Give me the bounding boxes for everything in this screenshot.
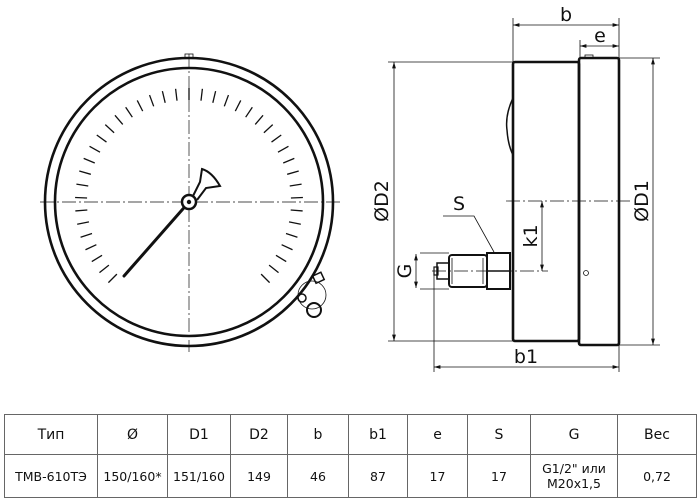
- threaded-fitting: [433, 252, 511, 290]
- scale-tick: [285, 232, 298, 238]
- scale-tick: [96, 134, 107, 143]
- label-e: e: [594, 25, 606, 47]
- pointer-needle: [122, 200, 191, 278]
- scale-tick: [77, 221, 90, 225]
- scale-tick: [277, 145, 289, 153]
- label-b1: b1: [514, 346, 538, 368]
- scale-tick: [99, 264, 110, 274]
- cell-weight: 0,72: [617, 454, 697, 498]
- cell-D1: 151/160: [167, 454, 231, 498]
- scale-tick: [80, 232, 93, 238]
- cell-diameter: 150/160*: [97, 454, 168, 498]
- valve-fitting: [297, 271, 327, 318]
- label-D2: ØD2: [371, 180, 393, 222]
- scale-tick: [76, 183, 89, 187]
- cell-S: 17: [467, 454, 531, 498]
- scale-ticks: [75, 88, 303, 284]
- cell-G: G1/2" или M20x1,5: [530, 454, 618, 498]
- scale-tick: [223, 94, 230, 107]
- header-weight: Вес: [617, 414, 697, 455]
- technical-drawing: b e S b1 ØD2 ØD1 k1 G: [40, 4, 660, 372]
- label-D1: ØD1: [631, 180, 653, 222]
- scale-tick: [174, 88, 178, 101]
- header-type: Тип: [4, 414, 98, 455]
- scale-tick: [148, 94, 155, 107]
- scale-tick: [281, 244, 293, 251]
- table-header-row: Тип Ø D1 D2 b b1 e S G Вес: [4, 414, 697, 455]
- case-body: [511, 60, 581, 343]
- scale-tick: [268, 264, 279, 274]
- scale-tick: [114, 114, 124, 125]
- header-e: e: [407, 414, 468, 455]
- header-S: S: [467, 414, 531, 455]
- scale-tick: [234, 100, 242, 112]
- scale-tick: [125, 106, 133, 118]
- cell-b1: 87: [348, 454, 408, 498]
- scale-tick: [254, 114, 264, 125]
- scale-tick: [104, 124, 115, 134]
- scale-tick: [107, 273, 118, 284]
- header-diameter: Ø: [97, 414, 168, 455]
- label-S: S: [453, 193, 465, 215]
- label-b: b: [560, 4, 572, 26]
- gauge-front-view: [40, 53, 340, 352]
- pointer-pivot: [186, 199, 192, 205]
- pointer-counterweight: [192, 167, 222, 201]
- label-k1: k1: [520, 224, 542, 247]
- cell-D2: 149: [230, 454, 288, 498]
- scale-tick: [282, 157, 295, 164]
- scale-tick: [91, 254, 103, 263]
- scale-tick: [290, 209, 303, 212]
- header-b1: b1: [348, 414, 408, 455]
- scale-tick: [289, 183, 302, 187]
- header-D1: D1: [167, 414, 231, 455]
- header-b: b: [287, 414, 349, 455]
- cell-type: ТМВ-610ТЭ: [4, 454, 98, 498]
- gauge-side-view: b e S b1 ØD2 ØD1 k1 G: [371, 4, 660, 372]
- table-row: ТМВ-610ТЭ 150/160* 151/160 149 46 87 17 …: [4, 454, 697, 498]
- scale-tick: [245, 106, 253, 118]
- front-bezel-side: [577, 56, 621, 347]
- scale-tick: [288, 221, 301, 225]
- label-G: G: [394, 264, 416, 279]
- scale-tick: [260, 273, 271, 284]
- specifications-table: Тип Ø D1 D2 b b1 e S G Вес ТМВ-610ТЭ 150…: [4, 414, 697, 498]
- scale-tick: [200, 88, 204, 101]
- scale-tick: [161, 90, 166, 103]
- scale-tick: [75, 209, 88, 212]
- top-nub: [184, 53, 194, 59]
- scale-tick: [263, 124, 274, 134]
- scale-tick: [271, 134, 282, 143]
- cell-b: 46: [287, 454, 349, 498]
- side-nub: [584, 54, 594, 59]
- S-leader: [443, 215, 495, 253]
- scale-tick: [136, 100, 144, 112]
- scale-tick: [275, 254, 287, 263]
- scale-tick: [212, 90, 217, 103]
- header-D2: D2: [230, 414, 288, 455]
- cell-e: 17: [407, 454, 468, 498]
- scale-tick: [83, 157, 96, 164]
- back-bulge: [505, 97, 514, 156]
- scale-tick: [286, 170, 299, 175]
- screw-mark: [583, 270, 589, 276]
- scale-tick: [85, 244, 97, 251]
- header-G: G: [530, 414, 618, 455]
- scale-tick: [79, 170, 92, 175]
- scale-tick: [89, 145, 101, 153]
